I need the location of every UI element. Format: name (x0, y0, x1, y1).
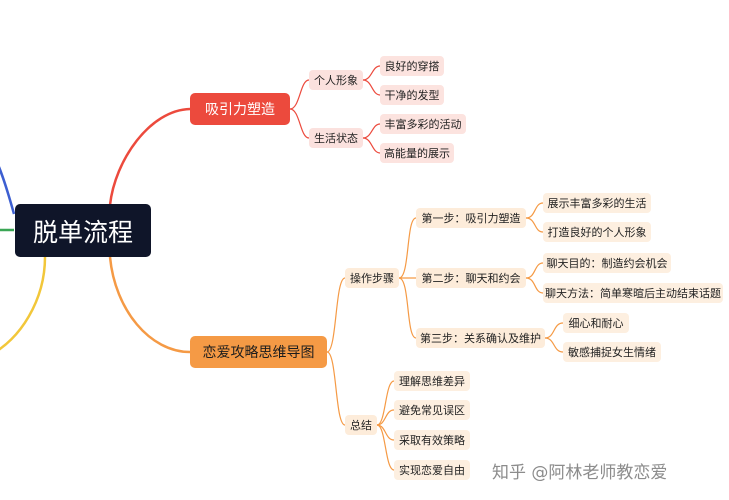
edge-life-leaf1 (362, 123, 381, 139)
edge-step1-leaf1 (525, 202, 544, 219)
leaf-high-energy[interactable]: 高能量的展示 (380, 143, 454, 163)
edge-offscreen-yellow (0, 256, 47, 351)
leaf-understand-differences[interactable]: 理解思维差异 (394, 371, 470, 391)
leaf-rich-activities[interactable]: 丰富多彩的活动 (380, 114, 466, 134)
node-step-3[interactable]: 第三步：关系确认及维护 (416, 328, 545, 348)
leaf-show-rich-life[interactable]: 展示丰富多彩的生活 (543, 193, 651, 213)
leaf-effective-strategy[interactable]: 采取有效策略 (394, 430, 470, 450)
branch-love-strategy-node[interactable]: 恋爱攻略思维导图 (190, 336, 327, 368)
edge-summary-leaf4 (376, 424, 395, 471)
leaf-chat-method[interactable]: 聊天方法：简单寒暄后主动结束话题 (543, 283, 723, 303)
branch-attraction-node[interactable]: 吸引力塑造 (190, 93, 290, 125)
watermark-text: 知乎 @阿林老师教恋爱 (492, 463, 668, 483)
edge-step2-leaf2 (525, 277, 544, 294)
leaf-care-patience[interactable]: 细心和耐心 (563, 313, 629, 333)
node-life-state[interactable]: 生活状态 (309, 128, 363, 148)
leaf-build-good-image[interactable]: 打造良好的个人形象 (543, 222, 651, 242)
leaf-good-outfit[interactable]: 良好的穿搭 (380, 56, 444, 76)
edge-b2-steps (326, 277, 346, 353)
edge-steps-step3 (398, 277, 417, 339)
edge-summary-leaf1 (376, 380, 395, 426)
edge-root-branch1 (108, 107, 191, 206)
edge-root-branch2 (108, 256, 191, 354)
node-steps[interactable]: 操作步骤 (345, 268, 399, 288)
edge-step3-leaf2 (544, 337, 564, 353)
edge-summary-leaf2 (376, 409, 395, 426)
leaf-love-freedom[interactable]: 实现恋爱自由 (394, 460, 470, 480)
root-node[interactable]: 脱单流程 (15, 204, 151, 257)
edge-life-leaf2 (362, 137, 381, 154)
leaf-avoid-mistakes[interactable]: 避免常见误区 (394, 400, 470, 420)
edge-step3-leaf1 (544, 322, 564, 339)
edge-b2-summary (326, 351, 346, 426)
node-summary[interactable]: 总结 (345, 415, 377, 435)
leaf-capture-emotions[interactable]: 敏感捕捉女生情绪 (563, 342, 661, 362)
edge-b1-personal (289, 79, 310, 110)
edge-step2-leaf1 (525, 262, 544, 279)
leaf-chat-purpose[interactable]: 聊天目的：制造约会机会 (543, 253, 671, 273)
node-step-1[interactable]: 第一步：吸引力塑造 (416, 208, 526, 228)
edge-b1-life (289, 108, 310, 139)
leaf-clean-hairstyle[interactable]: 干净的发型 (380, 85, 444, 105)
edge-steps-step1 (398, 217, 417, 279)
edge-step1-leaf2 (525, 217, 544, 233)
edge-personal-leaf1 (362, 65, 381, 81)
edge-personal-leaf2 (362, 79, 381, 96)
node-step-2[interactable]: 第二步：聊天和约会 (416, 268, 526, 288)
node-personal-image[interactable]: 个人形象 (309, 70, 363, 90)
edge-offscreen-blue (0, 166, 16, 215)
